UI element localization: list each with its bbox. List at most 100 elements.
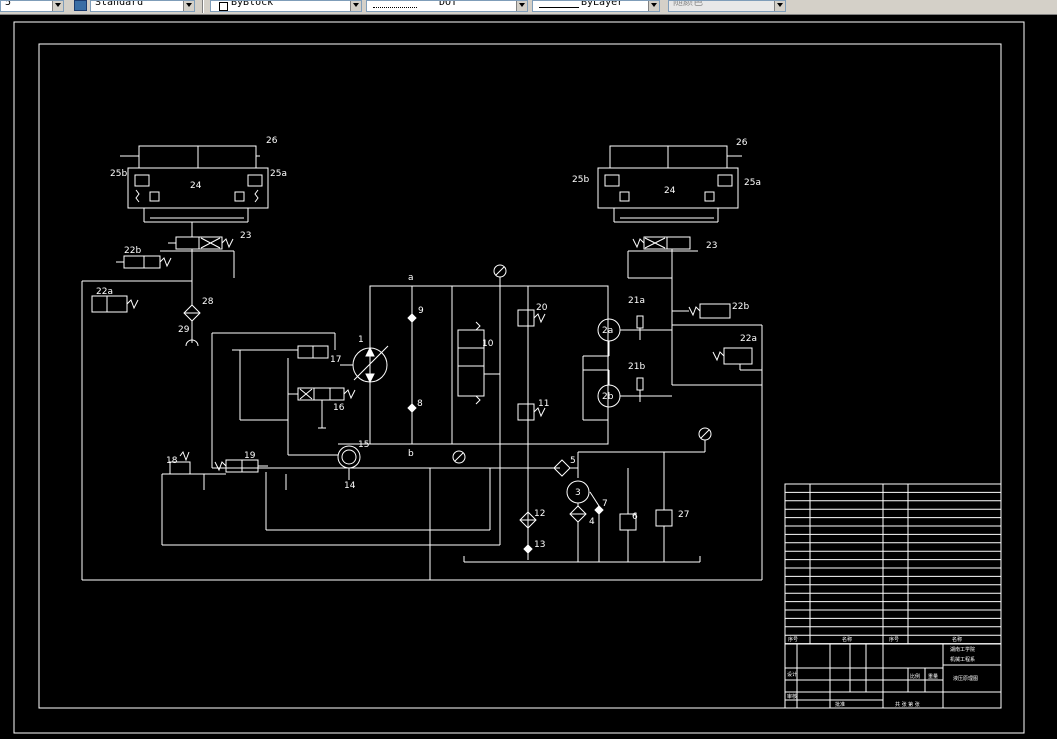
valve-16 (297, 387, 345, 401)
label-design: 设计 (787, 671, 797, 678)
color-combo[interactable]: ByBlock (210, 0, 362, 12)
brake-21a (636, 315, 644, 329)
right-cylinder-group (597, 145, 763, 580)
label-22b-left: 22b (124, 246, 141, 256)
label-12: 12 (534, 509, 545, 519)
toolbar-separator (202, 0, 204, 13)
manifold-24-left (127, 167, 269, 209)
relief-valve-11 (517, 403, 535, 421)
inner-frame (38, 43, 1002, 709)
title-block-frame (784, 483, 1002, 709)
title-block (784, 483, 1002, 709)
center-circuit (369, 264, 672, 560)
linetype-value: DOT (439, 0, 458, 8)
label-19: 19 (244, 451, 256, 461)
label-1: 1 (358, 335, 364, 345)
label-25b-left: 25b (110, 169, 127, 179)
label-29: 29 (178, 325, 190, 335)
label-14: 14 (344, 481, 356, 491)
label-26-right: 26 (736, 138, 748, 148)
plotstyle-value: 随颜色 (673, 0, 703, 8)
label-24-right: 24 (664, 186, 676, 196)
bom-header-name: 名称 (842, 636, 852, 643)
callout-labels: 26 25b 25a 24 23 22b 22a 28 29 26 25b 25… (96, 136, 761, 550)
project-line-1: 湖南工学院 (950, 646, 975, 653)
title-block-text: 序号 名称 序号 名称 湖南工学院 机械工程系 液压原理图 设计 审核 批准 比… (787, 636, 978, 708)
plotstyle-combo: 随颜色 (668, 0, 786, 12)
pump-control-group (82, 332, 762, 581)
main-block (369, 285, 609, 445)
pump-14-inner (341, 449, 357, 465)
cad-drawing-canvas[interactable]: 26 25b 25a 24 23 22b 22a 28 29 26 25b 25… (0, 15, 1057, 739)
label-24-left: 24 (190, 181, 202, 191)
label-7: 7 (602, 499, 608, 509)
relief-valve-27 (655, 509, 673, 527)
lower-right-group (463, 427, 712, 563)
manifold-24-right (597, 167, 739, 209)
layer-combo[interactable]: 5 (0, 0, 64, 12)
chevron-down-icon[interactable] (516, 1, 527, 11)
label-scale: 比例 (910, 673, 920, 680)
project-line-2: 机械工程系 (950, 656, 975, 663)
label-pump-3: 3 (575, 488, 581, 498)
label-11: 11 (538, 399, 549, 409)
label-4: 4 (589, 517, 595, 527)
brake-21b (636, 377, 644, 391)
label-8: 8 (417, 399, 423, 409)
label-5: 5 (570, 456, 576, 466)
valve-22b-left (143, 255, 161, 269)
label-6: 6 (632, 512, 638, 522)
outer-frame (13, 21, 1025, 734)
label-25b-right: 25b (572, 175, 589, 185)
chevron-down-icon (774, 1, 785, 11)
solid-line-icon (539, 2, 579, 8)
bom-header-name-2: 名称 (952, 636, 962, 643)
label-25a-right: 25a (744, 178, 761, 188)
label-2b: 2b (602, 392, 614, 402)
label-approve: 批准 (835, 701, 845, 708)
valve-22a-right (723, 347, 753, 365)
label-check: 审核 (787, 693, 797, 700)
lineweight-combo[interactable]: ByLayer (532, 0, 660, 12)
label-10: 10 (482, 339, 494, 349)
chevron-down-icon[interactable] (350, 1, 361, 11)
label-port-b: b (408, 449, 414, 459)
label-23-right: 23 (706, 241, 717, 251)
color-value: ByBlock (231, 0, 274, 8)
label-15: 15 (358, 440, 369, 450)
tank-29 (185, 339, 199, 347)
chevron-down-icon[interactable] (183, 1, 194, 11)
valve-22a-left (106, 295, 128, 313)
label-21a: 21a (628, 296, 645, 306)
label-16: 16 (333, 403, 345, 413)
label-27: 27 (678, 510, 689, 520)
linetype-combo[interactable]: DOT (366, 0, 528, 12)
label-25a-left: 25a (270, 169, 287, 179)
label-weight: 重量 (928, 673, 938, 680)
color-swatch-icon (219, 2, 228, 11)
label-sheet: 共 张 第 张 (895, 701, 920, 708)
left-cylinder-group (81, 145, 269, 580)
toolbar: 5 Standard ByBlock DOT ByLayer 随颜色 (0, 0, 1057, 15)
lineweight-value: ByLayer (581, 0, 624, 8)
label-18: 18 (166, 456, 178, 466)
relief-valve-20 (517, 309, 535, 327)
chevron-down-icon[interactable] (52, 1, 63, 11)
bom-header-seq-2: 序号 (889, 636, 899, 643)
textstyle-combo[interactable]: Standard (90, 0, 195, 12)
label-26-left: 26 (266, 136, 278, 146)
label-23-left: 23 (240, 231, 251, 241)
label-port-a: a (408, 273, 414, 283)
label-22a-right: 22a (740, 334, 757, 344)
pump-14 (337, 445, 361, 469)
drawing-title: 液压原理图 (953, 675, 978, 682)
label-22b-right: 22b (732, 302, 749, 312)
gauge-lower (452, 450, 466, 464)
filter-5 (553, 459, 571, 477)
label-22a-left: 22a (96, 287, 113, 297)
textstyle-icon[interactable] (74, 0, 87, 11)
label-28: 28 (202, 297, 214, 307)
chevron-down-icon[interactable] (648, 1, 659, 11)
bom-header-seq: 序号 (788, 636, 798, 643)
label-9: 9 (418, 306, 424, 316)
